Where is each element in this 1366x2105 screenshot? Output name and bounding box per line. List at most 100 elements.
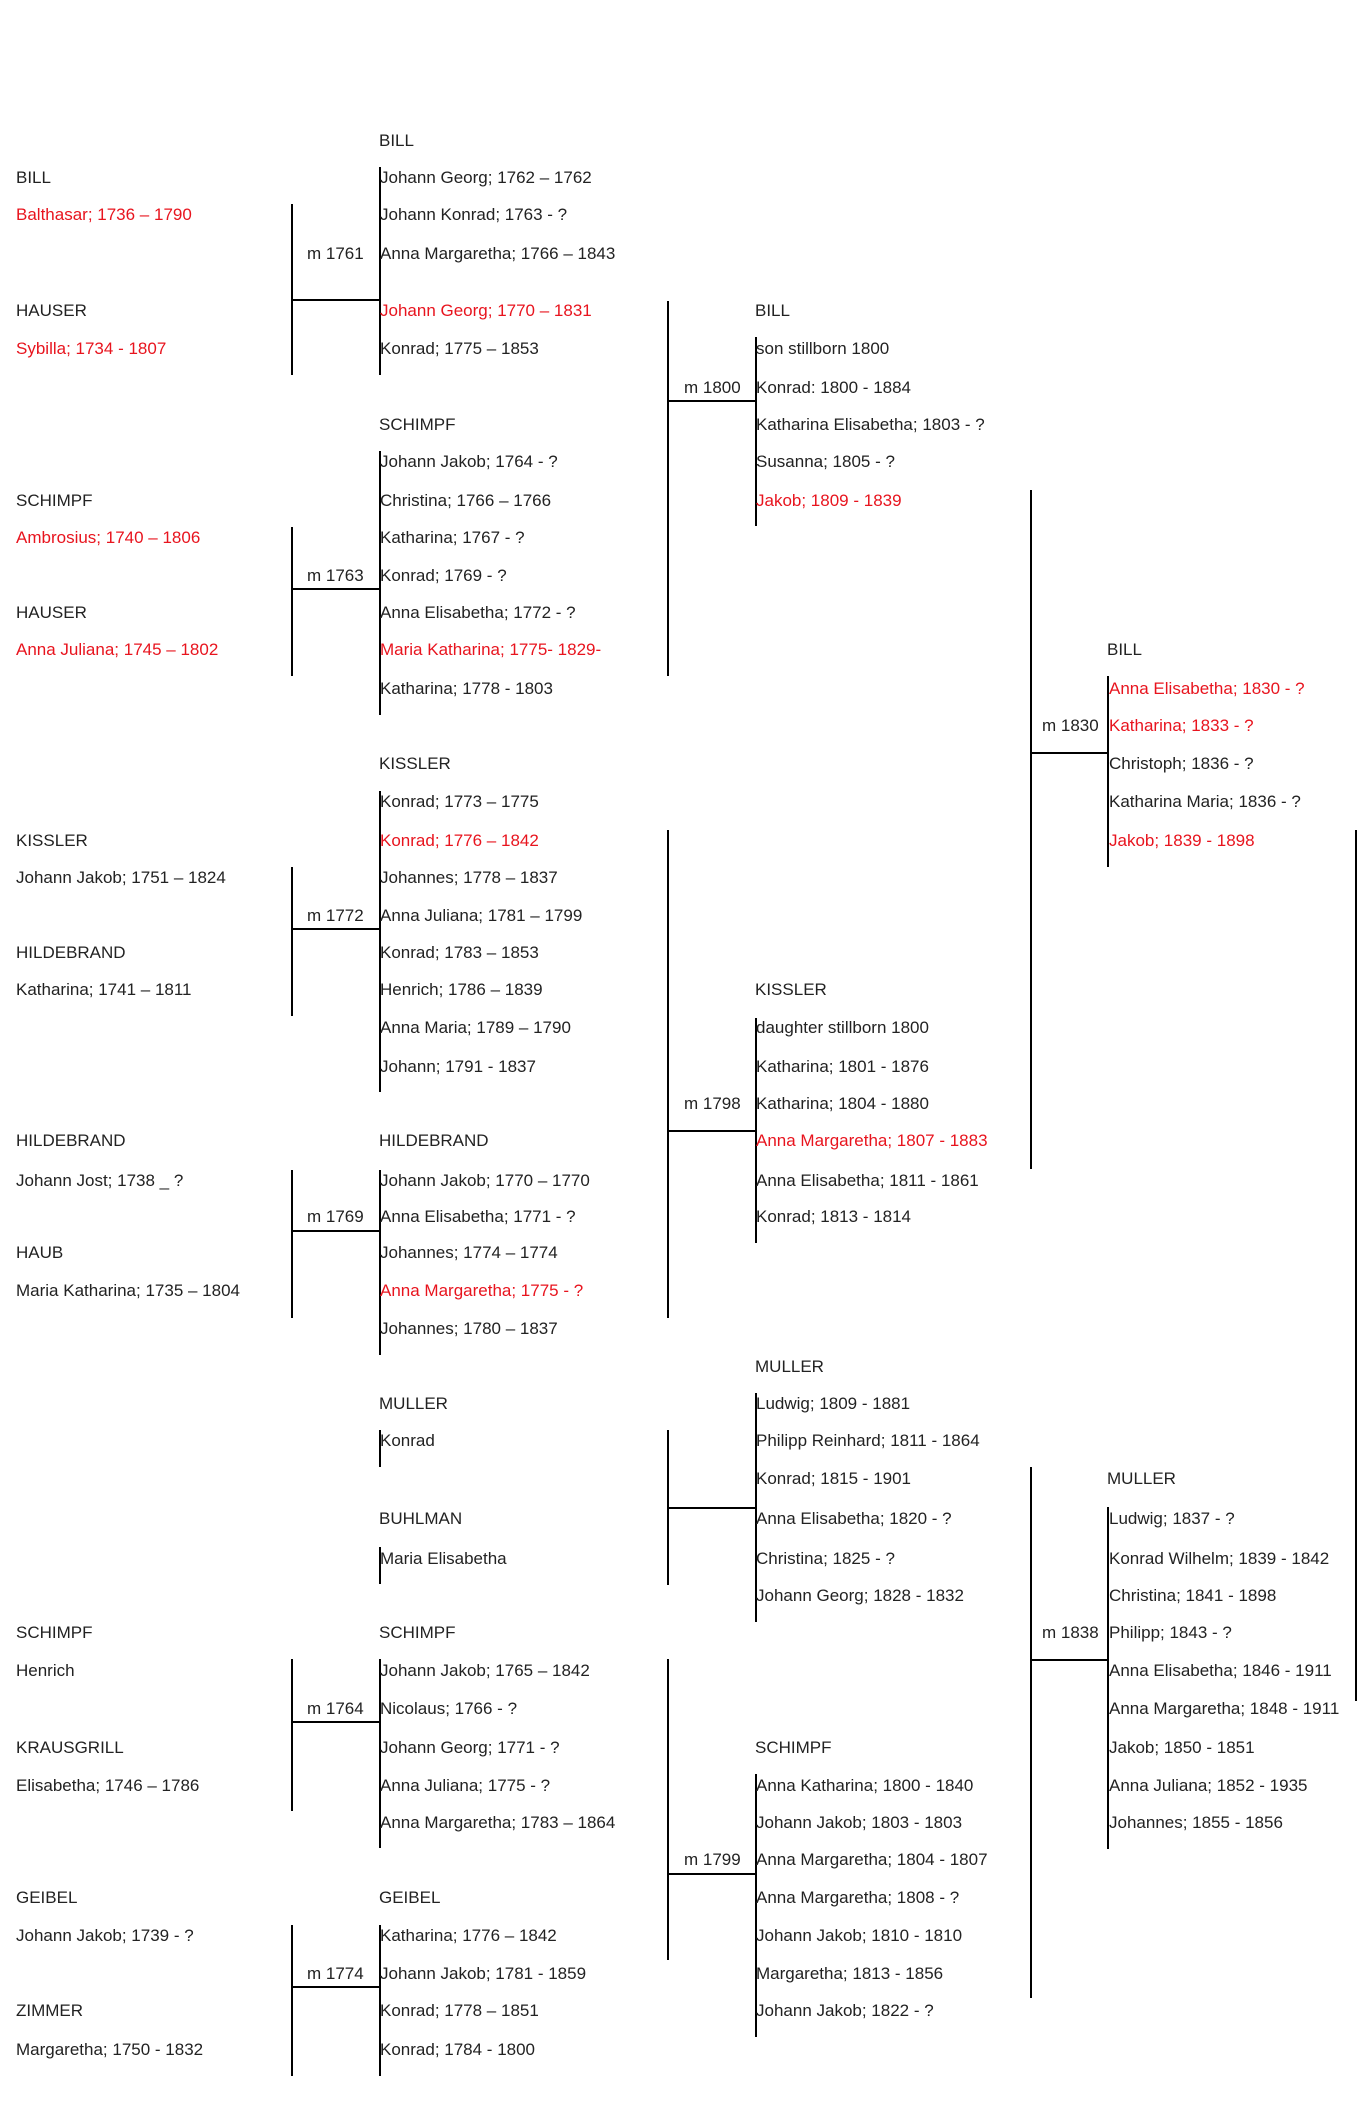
child-entry: Anna Margaretha; 1766 – 1843 — [380, 244, 616, 263]
child-entry: Ludwig; 1837 - ? — [1109, 1509, 1235, 1528]
person-surname: HILDEBRAND — [16, 943, 126, 962]
family-surname: BILL — [1107, 640, 1142, 659]
child-entry: Konrad — [380, 1431, 435, 1450]
child-entry: Anna Maria; 1789 – 1790 — [380, 1018, 571, 1037]
child-entry: Konrad: 1800 - 1884 — [756, 378, 912, 397]
child-entry: Katharina; 1778 - 1803 — [380, 679, 553, 698]
person-name: Johann Jost; 1738 _ ? — [16, 1171, 184, 1190]
child-entry: Konrad; 1783 – 1853 — [380, 943, 539, 962]
child-entry: Anna Juliana; 1852 - 1935 — [1109, 1776, 1308, 1795]
child-entry: Jakob; 1839 - 1898 — [1109, 831, 1255, 850]
marriage-label: m 1763 — [307, 566, 364, 585]
child-entry: Johann Jakob; 1765 – 1842 — [380, 1661, 590, 1680]
person-name: Margaretha; 1750 - 1832 — [16, 2040, 204, 2059]
child-entry: Jakob; 1809 - 1839 — [756, 491, 902, 510]
person-surname: BILL — [16, 168, 51, 187]
family-surname: BILL — [379, 131, 414, 150]
child-entry: Anna Elisabetha; 1830 - ? — [1109, 679, 1305, 698]
connector-line — [379, 1659, 381, 1848]
marriage-label: m 1761 — [307, 244, 364, 263]
child-entry: Christina; 1825 - ? — [756, 1549, 895, 1568]
connector-line — [667, 400, 756, 402]
child-entry: Ludwig; 1809 - 1881 — [756, 1394, 911, 1413]
person-name: Maria Katharina; 1735 – 1804 — [16, 1281, 240, 1300]
connector-line — [291, 204, 293, 375]
connector-line — [667, 1507, 756, 1509]
child-entry: Philipp; 1843 - ? — [1109, 1623, 1232, 1642]
connector-line — [1355, 830, 1357, 1701]
child-entry: Johann Georg; 1771 - ? — [380, 1738, 560, 1757]
child-entry: Anna Margaretha; 1775 - ? — [380, 1281, 584, 1300]
person-name: Henrich — [16, 1661, 75, 1680]
child-entry: Johann Jakob; 1770 – 1770 — [380, 1171, 590, 1190]
child-entry: Maria Elisabetha — [380, 1549, 507, 1568]
family-surname: BUHLMAN — [379, 1509, 463, 1528]
child-entry: Katharina; 1804 - 1880 — [756, 1094, 929, 1113]
connector-line — [755, 1774, 757, 2037]
connector-line — [291, 1721, 379, 1723]
family-surname: BILL — [755, 301, 790, 320]
marriage-label: m 1830 — [1042, 716, 1099, 735]
child-entry: Johannes; 1780 – 1837 — [380, 1319, 558, 1338]
child-entry: Johann Jakob; 1764 - ? — [380, 452, 558, 471]
child-entry: Katharina; 1833 - ? — [1109, 716, 1254, 735]
child-entry: Johann Jakob; 1822 - ? — [756, 2001, 934, 2020]
connector-line — [291, 867, 293, 1016]
child-entry: Johannes; 1778 – 1837 — [380, 868, 558, 887]
child-entry: Katharina; 1776 – 1842 — [380, 1926, 557, 1945]
person-name: Johann Jakob; 1739 - ? — [16, 1926, 194, 1945]
child-entry: Anna Margaretha; 1804 - 1807 — [756, 1850, 988, 1869]
connector-line — [291, 1659, 293, 1811]
marriage-label: m 1800 — [684, 378, 741, 397]
person-surname: SCHIMPF — [16, 491, 93, 510]
connector-line — [667, 1130, 756, 1132]
connector-line — [291, 588, 379, 590]
family-surname: SCHIMPF — [755, 1738, 832, 1757]
family-surname: SCHIMPF — [379, 1623, 456, 1642]
child-entry: Konrad; 1778 – 1851 — [380, 2001, 539, 2020]
marriage-label: m 1772 — [307, 906, 364, 925]
child-entry: Konrad; 1769 - ? — [380, 566, 507, 585]
connector-line — [1107, 1507, 1109, 1849]
child-entry: Konrad; 1776 – 1842 — [380, 831, 539, 850]
connector-line — [291, 527, 293, 676]
person-name: Sybilla; 1734 - 1807 — [16, 339, 167, 358]
child-entry: Anna Katharina; 1800 - 1840 — [756, 1776, 974, 1795]
child-entry: Henrich; 1786 – 1839 — [380, 980, 543, 999]
person-name: Johann Jakob; 1751 – 1824 — [16, 868, 226, 887]
child-entry: Johann Jakob; 1781 - 1859 — [380, 1964, 587, 1983]
child-entry: Anna Juliana; 1781 – 1799 — [380, 906, 583, 925]
connector-line — [291, 1230, 379, 1232]
marriage-label: m 1798 — [684, 1094, 741, 1113]
marriage-label: m 1774 — [307, 1964, 364, 1983]
family-surname: MULLER — [755, 1357, 824, 1376]
child-entry: Maria Katharina; 1775- 1829- — [380, 640, 602, 659]
child-entry: Konrad; 1815 - 1901 — [756, 1469, 912, 1488]
family-surname: GEIBEL — [379, 1888, 441, 1907]
child-entry: son stillborn 1800 — [756, 339, 890, 358]
connector-line — [379, 167, 381, 375]
connector-line — [1030, 1659, 1107, 1661]
person-surname: HAUSER — [16, 603, 87, 622]
person-name: Balthasar; 1736 – 1790 — [16, 205, 192, 224]
child-entry: Konrad; 1813 - 1814 — [756, 1207, 912, 1226]
child-entry: Johann Georg; 1770 – 1831 — [380, 301, 592, 320]
child-entry: Anna Margaretha; 1848 - 1911 — [1109, 1699, 1340, 1718]
connector-line — [379, 1547, 381, 1584]
person-name: Ambrosius; 1740 – 1806 — [16, 528, 201, 547]
connector-line — [1107, 676, 1109, 867]
family-surname: KISSLER — [379, 754, 451, 773]
connector-line — [667, 301, 669, 676]
family-surname: SCHIMPF — [379, 415, 456, 434]
child-entry: daughter stillborn 1800 — [756, 1018, 929, 1037]
child-entry: Johann Jakob; 1803 - 1803 — [756, 1813, 963, 1832]
person-surname: KRAUSGRILL — [16, 1738, 124, 1757]
person-name: Katharina; 1741 – 1811 — [16, 980, 192, 999]
child-entry: Johann Jakob; 1810 - 1810 — [756, 1926, 963, 1945]
connector-line — [755, 337, 757, 526]
connector-line — [667, 1659, 669, 1960]
child-entry: Anna Margaretha; 1807 - 1883 — [756, 1131, 988, 1150]
connector-line — [667, 830, 669, 1318]
child-entry: Margaretha; 1813 - 1856 — [756, 1964, 944, 1983]
child-entry: Johannes; 1855 - 1856 — [1109, 1813, 1283, 1832]
